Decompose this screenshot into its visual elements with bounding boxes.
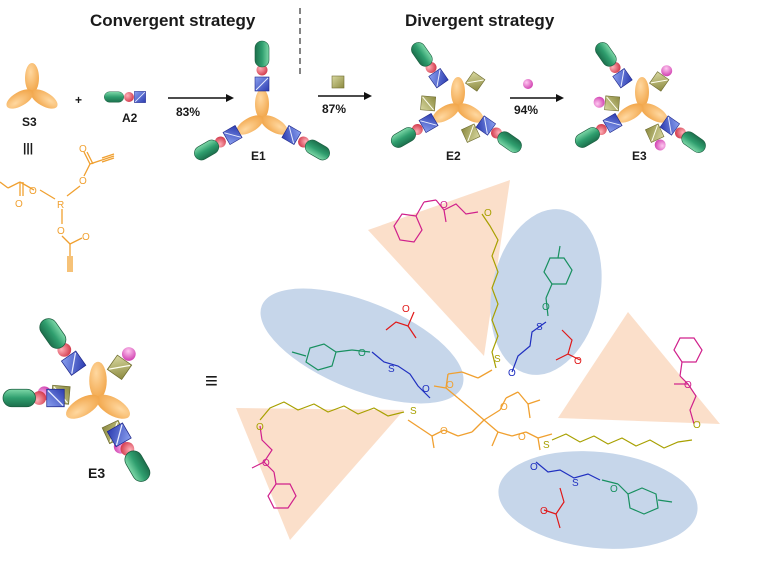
- e2-dendrimer-icon: [388, 39, 525, 156]
- yield-step-1: 83%: [176, 105, 200, 119]
- o-atom-s3-lower: O: [57, 226, 65, 237]
- o-atom-s3-left: O: [29, 186, 37, 197]
- o-atom-s3-upper-carbonyl: O: [79, 144, 87, 155]
- o-atom-left-benzyl: O: [262, 458, 270, 469]
- triangle-top: [368, 180, 510, 356]
- ellipse-top: [490, 209, 602, 375]
- o-atom-left-ester: O: [402, 304, 410, 315]
- a2-monomer-icon: [104, 91, 147, 103]
- e3-label-bottom: E3: [88, 465, 105, 481]
- o-atom-left-tolyl: O: [358, 348, 366, 359]
- equivalence-symbol-small: |||: [23, 141, 33, 155]
- triangle-left: [236, 408, 404, 540]
- o-atom-core-4: O: [518, 432, 526, 443]
- o-atom-right-benzyl: O: [684, 380, 692, 391]
- o-atom-left-linker: O: [422, 384, 430, 395]
- methyl-ester-groups: [385, 311, 581, 529]
- triangle-right: [558, 312, 720, 424]
- s-atom-left-chain: S: [410, 406, 417, 417]
- ellipse-regions: [260, 209, 698, 549]
- olive-reagent-icon: [331, 75, 345, 89]
- o-atom-left-chain: O: [256, 422, 264, 433]
- o-atom-s3-upper: O: [79, 176, 87, 187]
- s-atom-top-chain: S: [494, 354, 501, 365]
- reaction-arrow-2: [318, 92, 372, 100]
- o-atom-top-chain: O: [484, 208, 492, 219]
- s3-chemical-structure: [0, 151, 115, 272]
- o-atom-bottom-linker: O: [530, 462, 538, 473]
- o-atom-bottom-tolyl: O: [610, 484, 618, 495]
- molecule-core: [407, 369, 553, 451]
- reaction-arrow-1: [168, 94, 234, 102]
- pink-reagent-icon: [523, 79, 533, 89]
- e3-dendrimer-icon-top: [572, 39, 709, 156]
- ellipse-left: [260, 288, 464, 404]
- o-atom-s3-lower-carbonyl: O: [82, 232, 90, 243]
- o-atom-top-linker: O: [508, 368, 516, 379]
- o-atom-core-2: O: [500, 402, 508, 413]
- e2-label: E2: [446, 149, 461, 163]
- e3-dendrimer-icon-large: [2, 314, 154, 486]
- convergent-strategy-heading: Convergent strategy: [90, 11, 256, 30]
- o-atom-top-ester: O: [574, 356, 582, 367]
- o-atom-bottom-ester: O: [540, 506, 548, 517]
- o-atom-right-chain: O: [693, 420, 701, 431]
- divergent-strategy-heading: Divergent strategy: [405, 11, 555, 30]
- o-atom-s3-left-carbonyl: O: [15, 199, 23, 210]
- s-atom-bottom-linker: S: [572, 478, 579, 489]
- o-atom-top-benzyl: O: [440, 200, 448, 211]
- triangle-regions: [236, 180, 720, 540]
- yield-step-3: 94%: [514, 103, 538, 117]
- s-atom-right-chain: S: [543, 440, 550, 451]
- plus-sign: +: [75, 93, 82, 107]
- s-atom-left-linker: S: [388, 364, 395, 375]
- tolyl-groups: [291, 245, 673, 515]
- e1-label: E1: [251, 149, 266, 163]
- o-atom-core-1: O: [446, 380, 454, 391]
- r-atom-label: R: [57, 200, 64, 211]
- a2-label: A2: [122, 111, 138, 125]
- reaction-arrow-3: [510, 94, 564, 102]
- benzyl-acrylate-groups: [251, 199, 703, 509]
- s-atom-top-linker: S: [536, 322, 543, 333]
- e3-label-top: E3: [632, 149, 647, 163]
- s3-core-icon: [3, 63, 60, 113]
- o-atom-core-3: O: [440, 426, 448, 437]
- yield-step-2: 87%: [322, 102, 346, 116]
- o-atom-top-tolyl: O: [542, 302, 550, 313]
- thioether-linkers: [371, 321, 601, 481]
- s3-label: S3: [22, 115, 37, 129]
- equivalence-symbol-large: ≡: [205, 368, 218, 393]
- e1-dendrimer-icon: [191, 40, 333, 163]
- ellipse-bottom: [498, 451, 698, 549]
- alkyl-chains: [259, 213, 693, 449]
